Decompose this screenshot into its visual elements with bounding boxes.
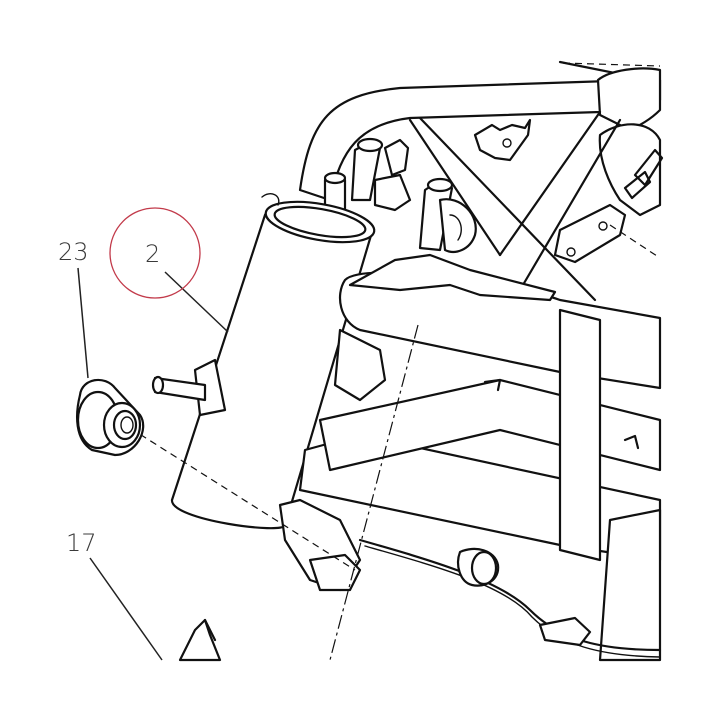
upper-frame-tube [298, 60, 662, 202]
axis-lines [129, 324, 419, 661]
leader-2 [164, 271, 229, 333]
top-mount-bracket [473, 118, 532, 162]
callout-23[interactable]: 23 [58, 238, 89, 266]
leader-23 [77, 267, 89, 379]
leader-17 [89, 557, 163, 661]
callout-17[interactable]: 17 [66, 529, 97, 557]
rear-frame-section [553, 123, 664, 264]
upper-cross-bars [408, 110, 622, 302]
main-frame-beams [298, 271, 662, 662]
highlight-circle [109, 207, 201, 299]
part-23-bushing [76, 378, 145, 457]
leader-lines [77, 267, 229, 661]
lower-mount-area [151, 253, 557, 592]
lower-left-frame-piece [178, 618, 222, 662]
cable-routing [358, 538, 662, 658]
callout-2[interactable]: 2 [145, 240, 160, 268]
